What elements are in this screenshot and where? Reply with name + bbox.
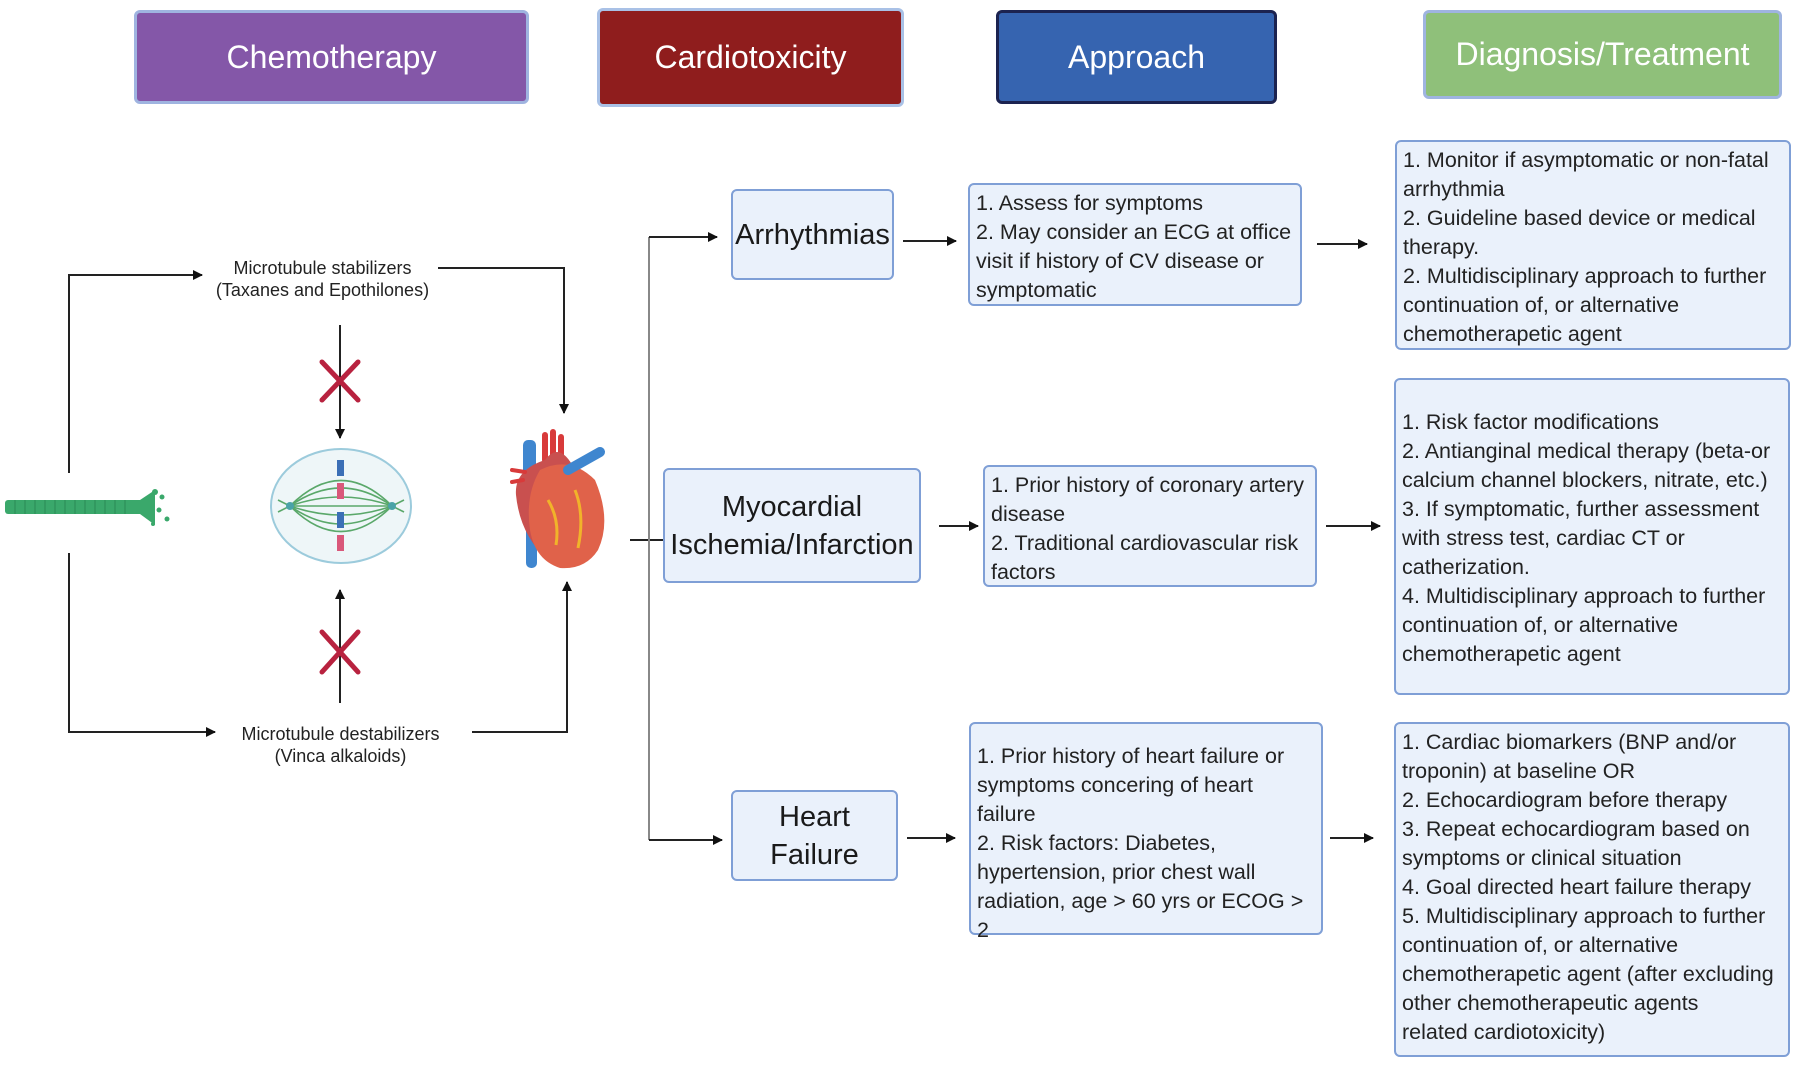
destabilizers-line1: Microtubule destabilizers (241, 724, 440, 744)
text-line: 2. Risk factors: Diabetes, (977, 831, 1216, 855)
text-line: hypertension, prior chest wall (977, 860, 1256, 884)
text-line: 1. Risk factor modifications (1402, 410, 1659, 434)
category-heart-failure: Heart Failure (731, 790, 898, 881)
text-line: 2. Antianginal medical therapy (beta-or (1402, 439, 1771, 463)
header-cardiotoxicity: Cardiotoxicity (597, 8, 904, 107)
category-label: Myocardial (721, 490, 863, 523)
text-line: 1. Prior history of coronary artery (991, 473, 1305, 497)
arrow-microtubule-to-stabilizers (68, 270, 203, 473)
text-line: continuation of, or alternative (1403, 293, 1680, 317)
approach-arrhythmias: 1. Assess for symptoms 2. May consider a… (968, 183, 1302, 306)
text-line: radiation, age > 60 yrs or ECOG > 2 (977, 889, 1304, 942)
header-chemotherapy: Chemotherapy (134, 10, 529, 104)
text-line: 2. Guideline based device or medical (1403, 206, 1756, 230)
header-diagnosis-treatment-label: Diagnosis/Treatment (1455, 36, 1750, 72)
heart-icon (510, 429, 605, 569)
text-line: arrhythmia (1403, 177, 1505, 201)
text-line: 3. Repeat echocardiogram based on (1402, 817, 1750, 841)
text-line: 5. Multidisciplinary approach to further (1402, 904, 1766, 928)
text-line: calcium channel blockers, nitrate, etc.) (1402, 468, 1768, 492)
category-myocardial-ischemia: Myocardial Ischemia/Infarction (663, 468, 921, 583)
inhibit-x-icon-top (319, 359, 361, 403)
text-line: symptomatic (976, 278, 1097, 302)
stabilizers-label: Microtubule stabilizers (Taxanes and Epo… (200, 257, 445, 301)
arrow-destabilizers-to-heart (472, 581, 572, 733)
diagnosis-myocardial-ischemia: 1. Risk factor modifications 2. Antiangi… (1394, 378, 1790, 695)
text-line: 1. Cardiac biomarkers (BNP and/or (1402, 730, 1737, 754)
inhibit-x-icon-bottom (319, 629, 361, 675)
text-line: 2. Echocardiogram before therapy (1402, 788, 1728, 812)
text-line: related cardiotoxicity) (1402, 1020, 1606, 1044)
text-line: disease (991, 502, 1066, 526)
approach-heart-failure: 1. Prior history of heart failure or sym… (969, 722, 1323, 942)
text-line: 4. Goal directed heart failure therapy (1402, 875, 1751, 899)
text-line: continuation of, or alternative (1402, 933, 1679, 957)
text-line: catherization. (1402, 555, 1530, 579)
arrow-stabilizers-to-heart (438, 267, 569, 414)
text-line: other chemotherapeutic agents (1402, 991, 1699, 1015)
text-line: 1. Assess for symptoms (976, 191, 1204, 215)
text-line: factors (991, 560, 1056, 584)
header-diagnosis-treatment: Diagnosis/Treatment (1423, 10, 1782, 99)
text-line: visit if history of CV disease or (976, 249, 1264, 273)
header-cardiotoxicity-label: Cardiotoxicity (654, 39, 847, 75)
text-line: 2. Traditional cardiovascular risk (991, 531, 1299, 555)
diagnosis-heart-failure: 1. Cardiac biomarkers (BNP and/or tropon… (1394, 722, 1790, 1057)
text-line: 3. If symptomatic, further assessment (1402, 497, 1760, 521)
approach-myocardial-ischemia: 1. Prior history of coronary artery dise… (983, 465, 1317, 587)
arrow-microtubule-to-destabilizers (68, 553, 216, 737)
category-label: Ischemia/Infarction (670, 528, 914, 561)
text-line: troponin) at baseline OR (1402, 759, 1636, 783)
text-line: chemotherapetic agent (1403, 322, 1622, 346)
mitotic-spindle-icon (270, 448, 412, 564)
text-line: 4. Multidisciplinary approach to further (1402, 584, 1766, 608)
category-label: Arrhythmias (735, 218, 890, 251)
stabilizers-line2: (Taxanes and Epothilones) (215, 280, 430, 300)
destabilizers-label: Microtubule destabilizers (Vinca alkaloi… (213, 723, 468, 767)
text-line: symptoms concering of heart (977, 773, 1254, 797)
text-line: continuation of, or alternative (1402, 613, 1679, 637)
category-label: Failure (770, 838, 859, 871)
text-line: 2. May consider an ECG at office (976, 220, 1292, 244)
destabilizers-line2: (Vinca alkaloids) (274, 746, 407, 766)
header-approach: Approach (996, 10, 1277, 104)
text-line: chemotherapetic agent (1402, 642, 1621, 666)
header-chemotherapy-label: Chemotherapy (226, 38, 437, 75)
diagnosis-arrhythmias: 1. Monitor if asymptomatic or non-fatal … (1395, 140, 1791, 350)
text-line: therapy. (1403, 235, 1480, 259)
category-arrhythmias: Arrhythmias (731, 189, 894, 280)
text-line: 1. Prior history of heart failure or (977, 744, 1285, 768)
text-line: 1. Monitor if asymptomatic or non-fatal (1403, 148, 1769, 172)
header-approach-label: Approach (1068, 38, 1205, 75)
microtubule-icon (5, 489, 170, 526)
text-line: failure (977, 802, 1036, 826)
category-label: Heart (779, 800, 850, 833)
text-line: 2. Multidisciplinary approach to further (1403, 264, 1767, 288)
text-line: chemotherapetic agent (after excluding (1402, 962, 1774, 986)
stabilizers-line1: Microtubule stabilizers (233, 258, 412, 278)
text-line: symptoms or clinical situation (1402, 846, 1682, 870)
text-line: with stress test, cardiac CT or (1402, 526, 1685, 550)
